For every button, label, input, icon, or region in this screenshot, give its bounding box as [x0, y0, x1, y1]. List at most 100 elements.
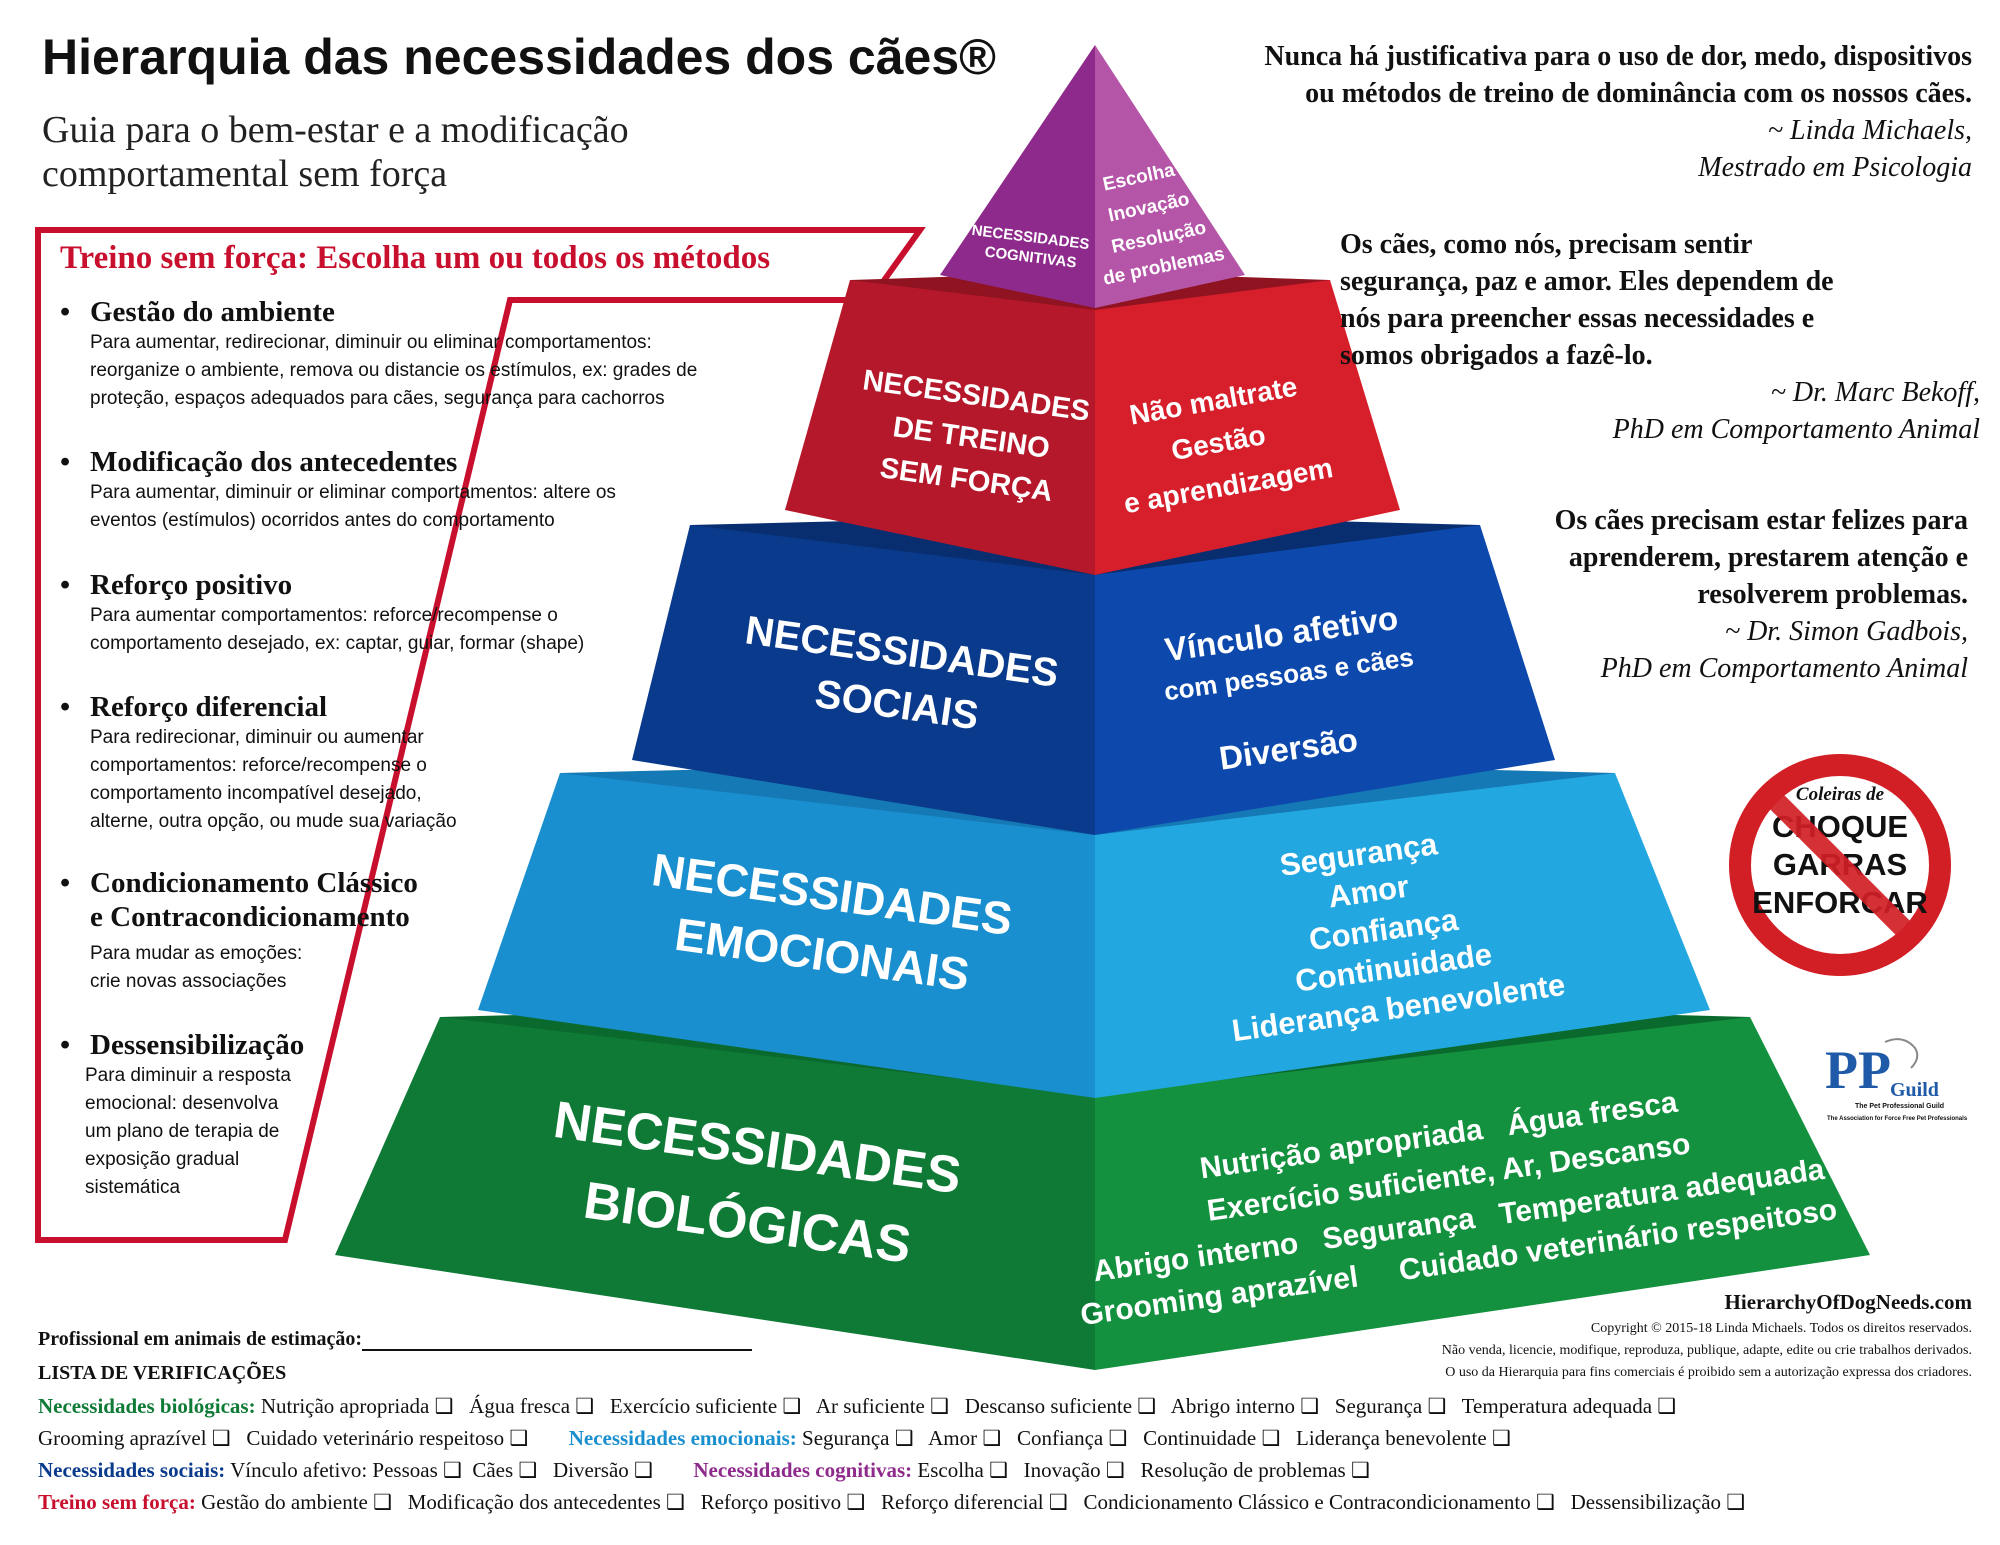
- desc-line: um plano de terapia de: [85, 1121, 280, 1142]
- checklist-row: Grooming aprazível ❑ Cuidado veterinário…: [38, 1426, 1511, 1451]
- checklist-label: Treino sem força:: [38, 1490, 196, 1514]
- bullet: •: [60, 867, 71, 899]
- method-item: •Dessensibilização Para diminuir a respo…: [60, 1028, 304, 1202]
- quote-credential: Mestrado em Psicologia: [1698, 152, 1972, 183]
- method-desc: Para aumentar, redirecionar, diminuir ou…: [60, 329, 697, 413]
- desc-line: proteção, espaços adequados para cães, s…: [90, 388, 665, 409]
- method-desc: Para mudar as emoções: crie novas associ…: [60, 940, 418, 996]
- professional-input-line[interactable]: [362, 1331, 753, 1351]
- quote-line: resolverem problemas.: [1697, 579, 1968, 610]
- logo-letters: PP: [1825, 1040, 1891, 1100]
- page-subtitle: Guia para o bem-estar e a modificação co…: [42, 108, 782, 196]
- checklist-items[interactable]: Nutrição apropriada ❑ Água fresca ❑ Exer…: [260, 1394, 1677, 1418]
- methods-title: Treino sem força: Escolha um ou todos os…: [60, 240, 771, 276]
- bullet: •: [60, 569, 71, 601]
- footer-site: HierarchyOfDogNeeds.com: [1724, 1290, 1972, 1314]
- desc-line: comportamento incompatível desejado,: [90, 783, 422, 804]
- copy-line: Copyright © 2015-18 Linda Michaels. Todo…: [1590, 1321, 1972, 1336]
- method-item: • Modificação dos antecedentes Para aumen…: [60, 445, 616, 535]
- desc-line: Para mudar as emoções:: [90, 943, 303, 964]
- professional-field: Profissional em animais de estimação:: [38, 1328, 753, 1351]
- desc-line: alterne, outra opção, ou mude sua variaç…: [90, 811, 457, 832]
- quote-credential: PhD em Comportamento Animal: [1612, 414, 1980, 445]
- checklist-row: Treino sem força: Gestão do ambiente ❑ M…: [38, 1490, 1745, 1515]
- method-head: Modificação dos antecedentes: [90, 446, 458, 478]
- checklist-row: Necessidades sociais: Vínculo afetivo: P…: [38, 1458, 1370, 1483]
- checklist-label: Necessidades emocionais:: [568, 1426, 797, 1450]
- quote-line: nós para preencher essas necessidades e: [1340, 303, 1815, 334]
- method-item: •Reforço positivo Para aumentar comporta…: [60, 568, 584, 658]
- page-title: Hierarquia das necessidades dos cães®: [42, 29, 996, 85]
- desc-line: Para redirecionar, diminuir ou aumentar: [90, 727, 424, 748]
- desc-line: Para diminuir a resposta: [85, 1065, 291, 1086]
- method-head-2: e Contracondicionamento: [90, 901, 410, 933]
- quote-michaels: Nunca há justificativa para o uso de dor…: [1092, 38, 1972, 186]
- subtitle-line: Guia para o bem-estar e a modificação: [42, 109, 629, 151]
- quote-line: somos obrigados a fazê-lo.: [1340, 340, 1653, 371]
- bullet: •: [60, 691, 71, 723]
- desc-line: comportamento desejado, ex: captar, guia…: [90, 633, 585, 654]
- checklist-title: LISTA DE VERIFICAÇÕES: [38, 1362, 287, 1384]
- logo-line1: The Pet Professional Guild: [1855, 1103, 1944, 1110]
- desc-line: reorganize o ambiente, remova ou distanc…: [90, 360, 698, 381]
- social-right-face: [1095, 525, 1555, 835]
- bullet: •: [60, 296, 71, 328]
- method-desc: Para aumentar, diminuir or eliminar comp…: [60, 479, 616, 535]
- desc-line: eventos (estímulos) ocorridos antes do c…: [90, 510, 555, 531]
- social-left-face: [632, 525, 1095, 835]
- logo-line2: The Association for Force Free Pet Profe…: [1827, 1116, 1968, 1122]
- method-desc: Para aumentar comportamentos: reforce/re…: [60, 602, 584, 658]
- quote-line: aprenderem, prestarem atenção e: [1568, 542, 1968, 573]
- bullet: •: [60, 1029, 71, 1061]
- checklist-items[interactable]: Vínculo afetivo: Pessoas ❑ Cães ❑ Divers…: [230, 1458, 653, 1482]
- checklist-items[interactable]: Grooming aprazível ❑ Cuidado veterinário…: [38, 1426, 529, 1450]
- bio-left-face: [335, 1017, 1095, 1370]
- training-left-face: [785, 280, 1095, 575]
- bullet: •: [60, 446, 71, 478]
- checklist-row: Necessidades biológicas: Nutrição apropr…: [38, 1394, 1676, 1419]
- footer-copyright: Copyright © 2015-18 Linda Michaels. Todo…: [1272, 1318, 1972, 1384]
- desc-line: exposição gradual: [85, 1149, 240, 1170]
- method-item: • Gestão do ambiente Para aumentar, redir…: [60, 295, 697, 413]
- desc-line: Para aumentar, redirecionar, diminuir ou…: [90, 332, 652, 353]
- quote-line: Nunca há justificativa para o uso de dor…: [1264, 41, 1972, 72]
- copy-line: O uso da Hierarquia para fins comerciais…: [1445, 1365, 1972, 1380]
- method-item: •Condicionamento Clássico e Contracondic…: [60, 866, 418, 996]
- quote-line: ou métodos de treino de dominância com o…: [1305, 78, 1972, 109]
- method-desc: Para redirecionar, diminuir ou aumentar …: [60, 724, 457, 836]
- method-desc: Para diminuir a resposta emocional: dese…: [60, 1062, 304, 1202]
- training-right-face: [1095, 280, 1400, 575]
- quote-line: Os cães precisam estar felizes para: [1554, 505, 1968, 536]
- bracket-outline: [35, 227, 926, 1243]
- checklist-label: Necessidades biológicas:: [38, 1394, 256, 1418]
- checklist-items[interactable]: Escolha ❑ Inovação ❑ Resolução de proble…: [917, 1458, 1370, 1482]
- quote-author: ~ Dr. Simon Gadbois,: [1724, 616, 1968, 647]
- desc-line: Para aumentar comportamentos: reforce/re…: [90, 605, 558, 626]
- quote-bekoff: Os cães, como nós, precisam sentir segur…: [1340, 226, 1980, 448]
- desc-line: comportamentos: reforce/recompense o: [90, 755, 427, 776]
- quote-line: Os cães, como nós, precisam sentir: [1340, 229, 1753, 260]
- ppg-logo: PP Guild The Pet Professional Guild The …: [1825, 1038, 1968, 1122]
- bio-right-face: [1095, 1017, 1870, 1370]
- no-collars-sign: Coleiras de CHOQUE GARRAS ENFORCAR: [1729, 754, 1951, 976]
- checklist-label: Necessidades cognitivas:: [693, 1458, 913, 1482]
- checklist-items[interactable]: Gestão do ambiente ❑ Modificação dos ant…: [201, 1490, 1746, 1514]
- method-head: Reforço diferencial: [90, 691, 328, 723]
- logo-word: Guild: [1890, 1079, 1939, 1101]
- quote-author: ~ Dr. Marc Bekoff,: [1770, 377, 1980, 408]
- desc-line: emocional: desenvolva: [85, 1093, 279, 1114]
- professional-label: Profissional em animais de estimação:: [38, 1328, 363, 1350]
- desc-line: sistemática: [85, 1177, 181, 1198]
- copy-line: Não venda, licencie, modifique, reproduz…: [1441, 1343, 1972, 1358]
- method-head: Gestão do ambiente: [90, 296, 335, 328]
- desc-line: Para aumentar, diminuir or eliminar comp…: [90, 482, 616, 503]
- subtitle-line: comportamental sem força: [42, 153, 448, 195]
- dog-cat-icon: [1884, 1038, 1919, 1069]
- checklist-label: Necessidades sociais:: [38, 1458, 226, 1482]
- emo-right-face: [1095, 773, 1710, 1098]
- quote-gadbois: Os cães precisam estar felizes para apre…: [1328, 502, 1968, 687]
- no-sign-slash: [1762, 787, 1918, 943]
- checklist-items[interactable]: Segurança ❑ Amor ❑ Confiança ❑ Continuid…: [802, 1426, 1511, 1450]
